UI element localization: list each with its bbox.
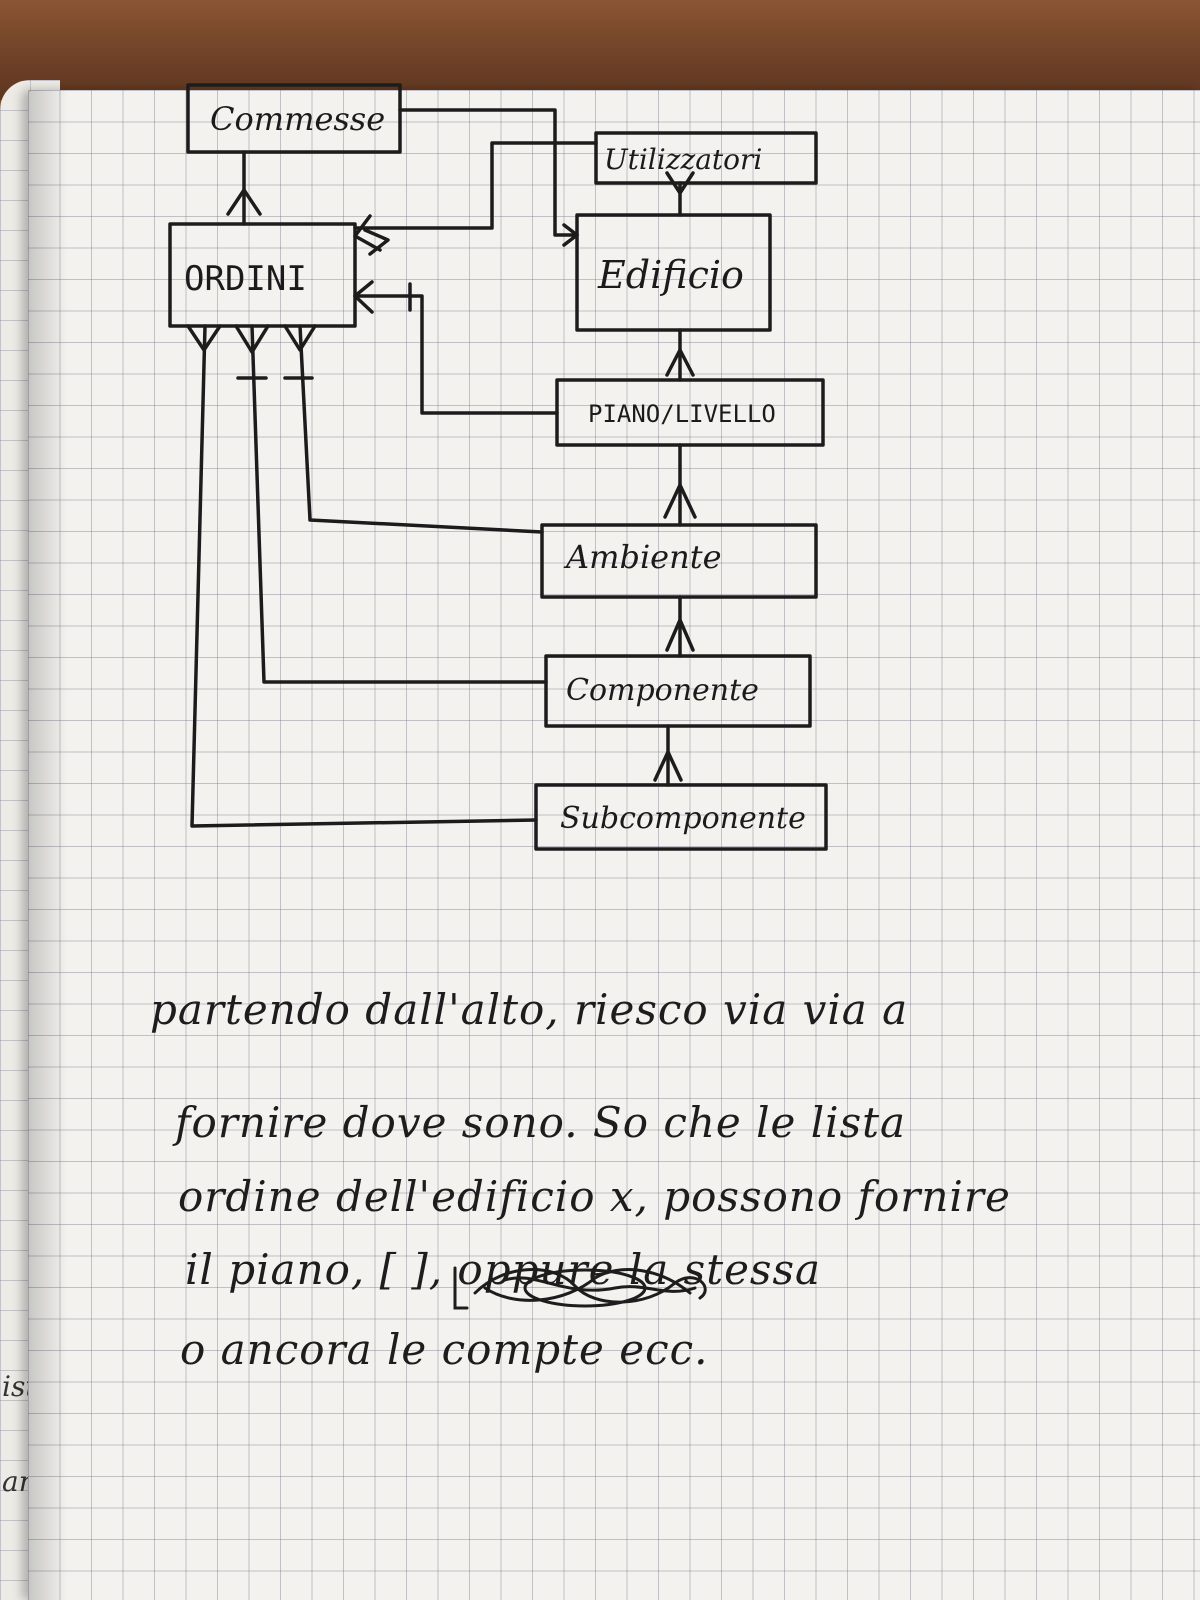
link-utilizzatori-ordini [353, 141, 598, 230]
note-line: partendo dall'alto, riesco via via a [150, 985, 909, 1034]
page-fold-shadow [28, 90, 68, 1600]
crowfoot-ordini-commesse [226, 188, 262, 216]
crowfoot-ordini-piano [353, 280, 374, 314]
link-ambiente-ordini [298, 324, 544, 534]
crowfoot-ordini-ambiente [283, 324, 317, 352]
entity-box-componente [544, 654, 812, 728]
link-commesse-edificio [398, 108, 579, 237]
entity-box-edificio [575, 213, 772, 332]
crowfoot-ordini-componente [234, 324, 270, 354]
entity-label-ordini: ORDINI [184, 259, 307, 299]
entity-label-utilizzatori: Utilizzatori [604, 143, 762, 176]
entity-box-ordini [168, 222, 357, 328]
crowfoot-ordini-utilizzatori-2 [363, 228, 390, 256]
crowfoot-ordini-subcomponente [186, 324, 222, 352]
crossed-out-scribble [453, 1266, 707, 1310]
entity-label-subcomponente: Subcomponente [560, 801, 806, 836]
entity-label-ambiente: Ambiente [563, 538, 722, 576]
entity-label-piano-livello: PIANO/LIVELLO [588, 400, 776, 428]
entity-label-commesse: Commesse [210, 100, 385, 138]
note-line: il piano, [ ], oppure la stessa [185, 1245, 822, 1294]
entity-box-commesse [186, 83, 402, 154]
link-subcomponente-ordini [190, 324, 538, 828]
note-line: o ancora le compte ecc. [180, 1325, 709, 1374]
entity-label-edificio: Edificio [597, 253, 744, 297]
crowfoot-ambiente-piano [663, 483, 697, 519]
link-componente-ordini [250, 324, 548, 684]
crowfoot-edificio-commesse [562, 223, 579, 247]
crowfoot-utilizzatori-edificio [665, 171, 695, 195]
notebook-page [28, 90, 1200, 1600]
entity-box-subcomponente [534, 783, 828, 851]
crowfoot-piano-edificio [665, 348, 695, 377]
entity-label-componente: Componente [566, 673, 759, 708]
note-line: ordine dell'edificio x, possono fornire [178, 1172, 1011, 1221]
crowfoot-componente-ambiente [665, 618, 695, 652]
link-piano-ordini [353, 294, 559, 415]
note-line: fornire dove sono. So che le lista [175, 1098, 907, 1147]
crowfoot-ordini-utilizzatori [353, 214, 382, 252]
entity-box-utilizzatori [594, 131, 818, 185]
crowfoot-subcomponente-componente [653, 750, 683, 782]
